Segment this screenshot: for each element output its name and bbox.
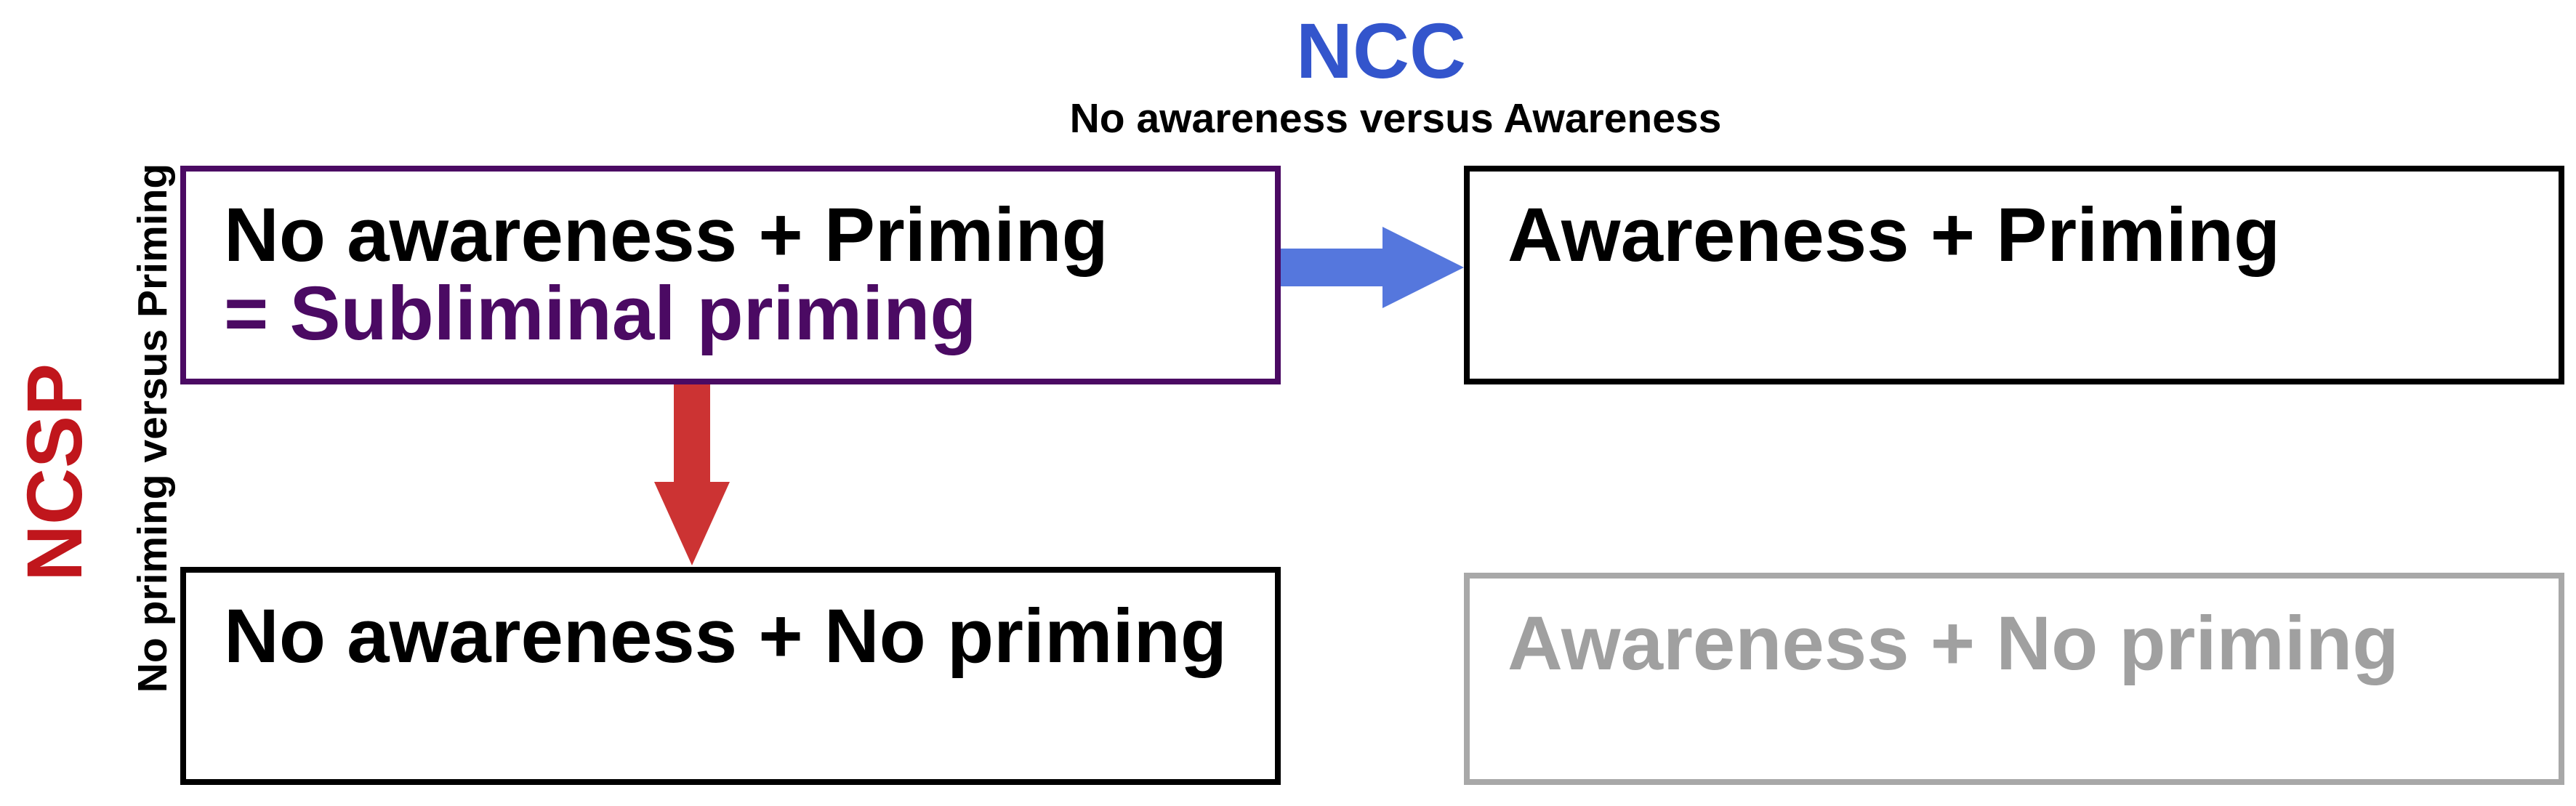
box-awareness-no-priming: Awareness + No priming	[1464, 573, 2564, 785]
box-no-awareness-no-priming-label: No awareness + No priming	[224, 594, 1227, 679]
ncc-title: NCC	[1296, 7, 1466, 94]
box-no-awareness-no-priming: No awareness + No priming	[180, 567, 1281, 785]
box-no-awareness-priming: No awareness + Priming = Subliminal prim…	[180, 166, 1281, 384]
box-awareness-no-priming-label: Awareness + No priming	[1508, 601, 2399, 686]
box-awareness-priming-label: Awareness + Priming	[1508, 193, 2281, 278]
ncsp-arrow	[654, 384, 730, 565]
box-awareness-priming: Awareness + Priming	[1464, 166, 2564, 384]
subliminal-priming-label: = Subliminal priming	[224, 271, 977, 356]
ncc-subtitle: No awareness versus Awareness	[1069, 95, 1722, 142]
box-no-awareness-priming-label: No awareness + Priming	[224, 193, 1108, 278]
ncc-arrow	[1281, 227, 1464, 308]
